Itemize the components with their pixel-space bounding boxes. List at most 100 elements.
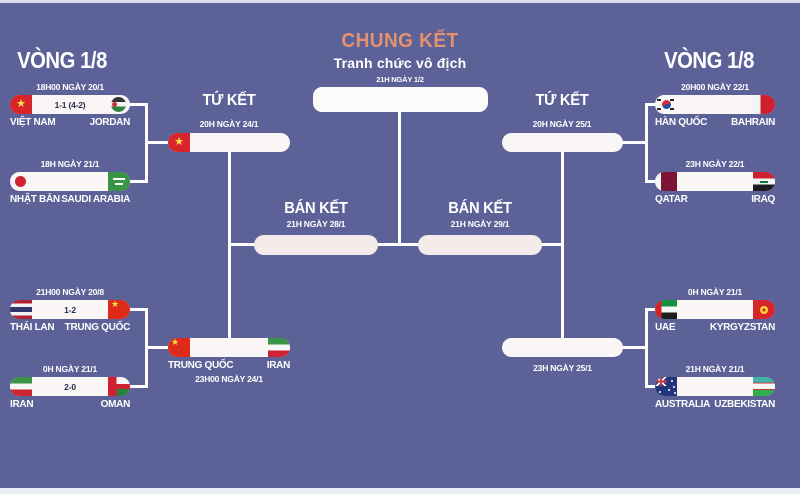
semifinal-left-slot (254, 235, 378, 255)
home-team-label: AUSTRALIA (655, 399, 711, 410)
team-labels: AUSTRALIA UZBEKISTAN (655, 399, 775, 410)
match-score: 1-1 (4-2) (54, 99, 86, 110)
final-subtitle: Tranh chức vô địch (333, 55, 467, 71)
away-team-label: TRUNG QUỐC (64, 322, 131, 333)
connector-line (130, 103, 148, 106)
team-labels: THÁI LAN TRUNG QUỐC (10, 322, 130, 333)
away-team-label: SAUDI ARABIA (61, 194, 130, 205)
bottom-edge-strip (0, 488, 800, 494)
match-pill: 1-1 (4-2) (10, 95, 130, 114)
match-date-label: 23H00 NGÀY 24/1 (195, 374, 263, 384)
semifinal-left-title: BÁN KẾT (284, 200, 348, 217)
match-score: 1-2 (64, 304, 76, 315)
quarterfinal-right-top-slot (502, 133, 623, 152)
match-pill (313, 87, 488, 112)
final-date: 21H NGÀY 1/2 (376, 75, 424, 84)
team-labels: IRAN OMAN (10, 399, 130, 410)
team-labels: QATAR IRAQ (655, 194, 775, 205)
match-pill (418, 235, 542, 255)
semifinal-left-date: 21H NGÀY 28/1 (286, 219, 346, 229)
uzbekistan-flag-icon (753, 377, 775, 396)
match-date-label: 18H NGÀY 21/1 (40, 159, 100, 169)
match-date-label: 23H NGÀY 25/1 (533, 363, 592, 373)
home-team-label: THÁI LAN (10, 322, 55, 333)
match-vietnam-jordan: 18H00 NGÀY 20/1 1-1 (4-2) VIỆT NAM JORDA… (10, 82, 130, 128)
quarterfinal-left-top-slot (168, 133, 290, 152)
connector-line (645, 103, 657, 106)
match-thailand-china: 21H00 NGÀY 20/8 1-2 THÁI LAN TRUNG QUỐC (10, 287, 130, 333)
connector-line (130, 180, 148, 183)
team-labels: HÀN QUỐC BAHRAIN (655, 117, 775, 128)
australia-flag-icon (655, 377, 677, 396)
match-pill (655, 172, 775, 191)
match-pill: 1-2 (10, 300, 130, 319)
quarterfinal-left-title: TỨ KẾT (202, 92, 256, 109)
match-date-label: 20H00 NGÀY 22/1 (681, 82, 749, 92)
away-team-label: UZBEKISTAN (714, 399, 775, 410)
iran-flag-icon (10, 377, 32, 396)
match-pill (168, 338, 290, 357)
match-pill: 2-0 (10, 377, 130, 396)
home-team-label: QATAR (655, 194, 688, 205)
home-team-label: UAE (655, 322, 676, 333)
quarterfinal-right-date: 20H NGÀY 25/1 (532, 119, 592, 129)
saudi-arabia-flag-icon (108, 172, 130, 191)
japan-flag-icon (10, 172, 32, 191)
iraq-flag-icon (753, 172, 775, 191)
match-iran-oman: 0H NGÀY 21/1 2-0 IRAN OMAN (10, 364, 130, 410)
match-pill (502, 338, 623, 357)
match-score: 2-0 (64, 381, 76, 392)
match-pill (655, 377, 775, 396)
final-slot (313, 87, 488, 112)
team-labels: NHẬT BẢN SAUDI ARABIA (10, 194, 130, 205)
semifinal-right-date: 21H NGÀY 29/1 (450, 219, 510, 229)
connector-line (130, 385, 148, 388)
quarterfinal-right-bottom-slot: 23H NGÀY 25/1 (502, 338, 623, 373)
away-team-label: IRAQ (751, 194, 775, 205)
jordan-flag-icon (108, 95, 130, 114)
kyrgyzstan-flag-icon (753, 300, 775, 319)
semifinal-right-title: BÁN KẾT (448, 200, 512, 217)
uae-flag-icon (655, 300, 677, 319)
away-team-label: JORDAN (89, 117, 131, 128)
china-flag-icon (168, 338, 190, 357)
qatar-flag-icon (655, 172, 677, 191)
match-date-label: 21H NGÀY 21/1 (685, 364, 745, 374)
match-australia-uzbekistan: 21H NGÀY 21/1 AUSTRALIA UZBEKISTAN (655, 364, 775, 410)
team-labels: TRUNG QUỐC IRAN (168, 360, 290, 371)
match-japan-saudiarabia: 18H NGÀY 21/1 NHẬT BẢN SAUDI ARABIA (10, 159, 130, 205)
oman-flag-icon (108, 377, 130, 396)
iran-flag-icon (268, 338, 290, 357)
home-team-label: IRAN (10, 399, 34, 410)
match-date-label: 21H00 NGÀY 20/8 (36, 287, 104, 297)
team-labels: UAE KYRGYZSTAN (655, 322, 775, 333)
connector-line (645, 180, 657, 183)
round16-right-title: VÒNG 1/8 (664, 47, 754, 73)
match-date-label: 18H00 NGÀY 20/1 (36, 82, 104, 92)
connector-line (645, 308, 657, 311)
match-date-label: 23H NGÀY 22/1 (685, 159, 745, 169)
connector-line (645, 385, 657, 388)
china-flag-icon (108, 300, 130, 319)
match-southkorea-bahrain: 20H00 NGÀY 22/1 HÀN QUỐC BAHRAIN (655, 82, 775, 128)
round16-left-title: VÒNG 1/8 (17, 47, 107, 73)
connector-line (229, 243, 254, 246)
match-pill (254, 235, 378, 255)
away-team-label: OMAN (100, 399, 131, 410)
connector-line (378, 243, 418, 246)
connector-line (146, 141, 168, 144)
away-team-label: BAHRAIN (730, 117, 775, 128)
top-edge-strip (0, 0, 800, 3)
away-team-label: KYRGYZSTAN (709, 322, 775, 333)
vietnam-flag-icon (168, 133, 190, 152)
quarterfinal-right-title: TỨ KẾT (535, 92, 589, 109)
connector-line (398, 112, 401, 246)
connector-line (540, 243, 563, 246)
south-korea-flag-icon (655, 95, 677, 114)
match-pill (655, 95, 775, 114)
match-qatar-iraq: 23H NGÀY 22/1 QATAR IRAQ (655, 159, 775, 205)
bahrain-flag-icon (753, 95, 775, 114)
connector-line (621, 346, 647, 349)
connector-line (130, 308, 148, 311)
